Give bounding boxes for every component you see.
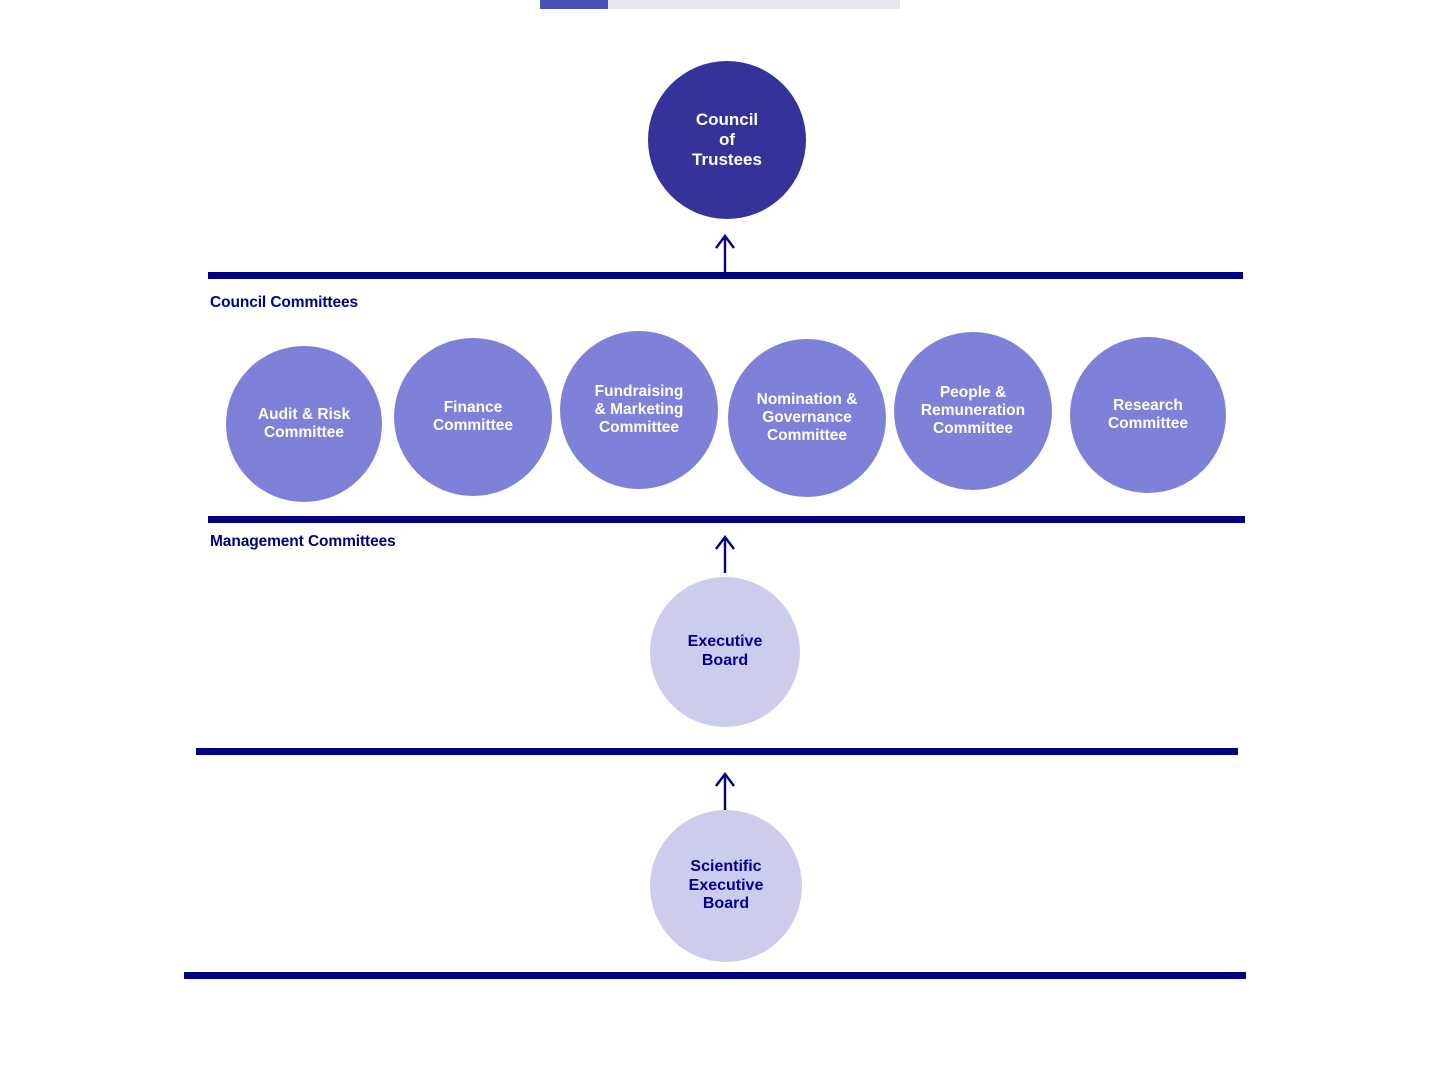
node-scientific-executive-board[interactable]: Scientific Executive Board <box>650 810 802 962</box>
node-fundraising-and-marketing-committee-label: Fundraising & Marketing Committee <box>594 382 684 437</box>
divider-rule-top <box>208 272 1243 279</box>
divider-rule-council-management <box>208 516 1245 523</box>
node-finance-committee-label: Finance Committee <box>432 398 514 434</box>
node-finance-committee[interactable]: Finance Committee <box>394 338 552 496</box>
node-scientific-executive-board-label: Scientific Executive Board <box>688 857 764 913</box>
top-progress-fill <box>540 0 608 9</box>
node-executive-board-label: Executive Board <box>687 633 763 669</box>
divider-rule-bottom <box>184 972 1246 979</box>
node-people-and-remuneration-committee[interactable]: People & Remuneration Committee <box>894 332 1052 490</box>
node-council-of-trustees-label: Council of Trustees <box>692 110 762 169</box>
arrow-up-icon-to-trustees <box>715 234 735 272</box>
top-progress-track <box>540 0 900 9</box>
arrow-up-icon-to-council-committees <box>715 535 735 573</box>
section-label-management-committees: Management Committees <box>210 533 396 550</box>
node-people-and-remuneration-committee-label: People & Remuneration Committee <box>920 383 1026 438</box>
divider-rule-management-scientific <box>196 748 1238 755</box>
node-nomination-and-governance-committee-label: Nomination & Governance Committee <box>756 390 858 445</box>
node-research-committee[interactable]: Research Committee <box>1070 337 1226 493</box>
section-label-council-committees: Council Committees <box>210 294 359 311</box>
node-nomination-and-governance-committee[interactable]: Nomination & Governance Committee <box>728 339 886 497</box>
node-audit-and-risk-committee[interactable]: Audit & Risk Committee <box>226 346 382 502</box>
node-fundraising-and-marketing-committee[interactable]: Fundraising & Marketing Committee <box>560 331 718 489</box>
node-research-committee-label: Research Committee <box>1107 396 1189 432</box>
node-council-of-trustees[interactable]: Council of Trustees <box>648 61 806 219</box>
node-audit-and-risk-committee-label: Audit & Risk Committee <box>257 405 351 441</box>
arrow-up-icon-to-executive-board <box>715 772 735 810</box>
node-executive-board[interactable]: Executive Board <box>650 577 800 727</box>
